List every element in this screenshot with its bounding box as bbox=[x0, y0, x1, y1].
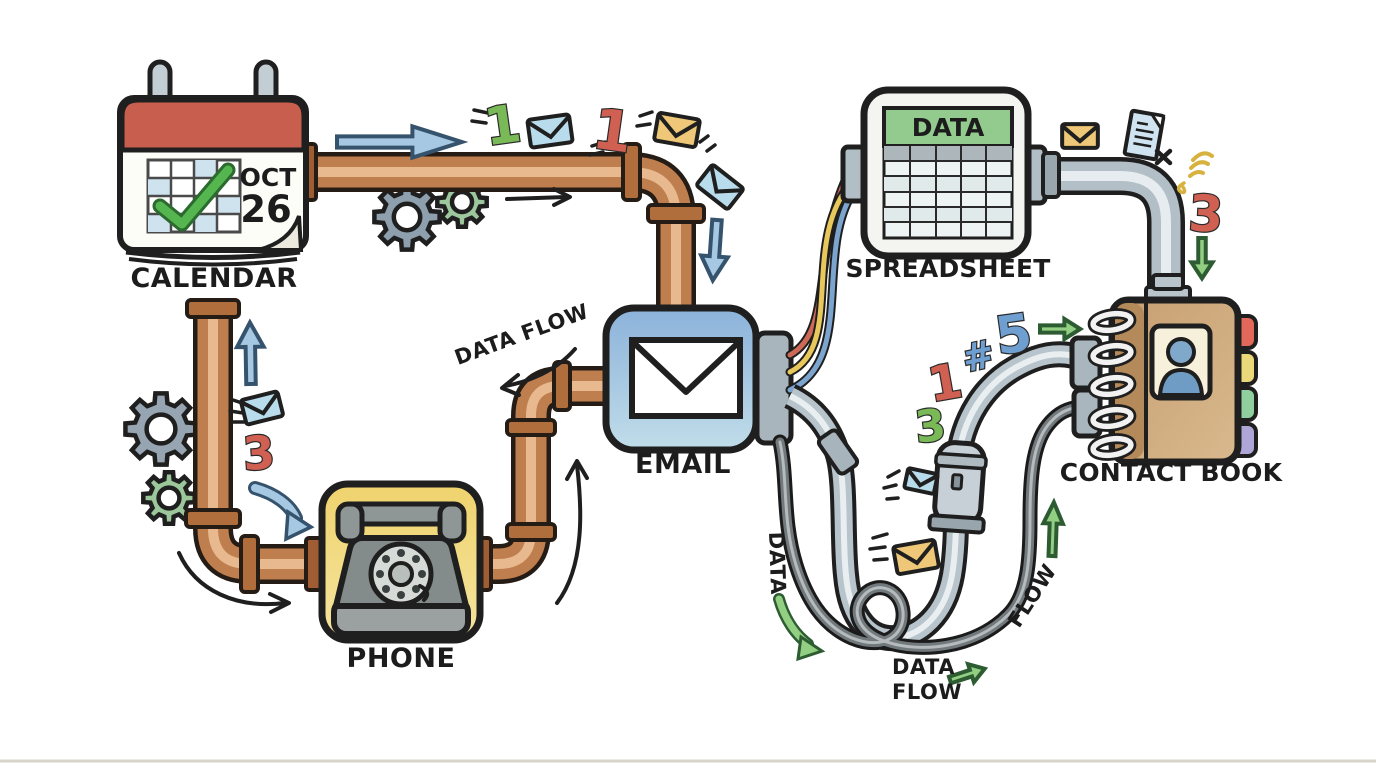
green-arrow-curved-icon bbox=[773, 593, 826, 662]
flow-arrow-down-icon bbox=[697, 217, 733, 284]
pipe-left-to-phone bbox=[184, 298, 323, 594]
envelope-icon bbox=[525, 112, 575, 150]
marker-red-three-right: 3 bbox=[1187, 184, 1225, 244]
marker-green-three-mid: 3 bbox=[913, 400, 949, 454]
spreadsheet-label: SPREADSHEET bbox=[845, 254, 1050, 283]
sketch-arrows bbox=[177, 187, 589, 614]
calendar-day: 26 bbox=[240, 188, 292, 231]
hose-valve bbox=[927, 440, 988, 535]
cable-email-to-contactbook-lower bbox=[772, 400, 1082, 655]
contactbook-label: CONTACT BOOK bbox=[1060, 458, 1284, 487]
marker-hash: # bbox=[958, 331, 998, 381]
data-flow-label-bottom-line2: FLOW bbox=[892, 680, 962, 704]
email-node: EMAIL bbox=[602, 304, 760, 480]
phone-label: PHONE bbox=[347, 643, 456, 674]
speed-lines bbox=[228, 108, 901, 562]
spreadsheet-grid-icon bbox=[882, 106, 1014, 240]
email-label: EMAIL bbox=[635, 449, 731, 480]
page-curl bbox=[257, 215, 304, 252]
envelope-icon bbox=[651, 110, 703, 150]
spreadsheet-node: DATA SPREADSHEET bbox=[840, 86, 1061, 283]
wires-email-to-spreadsheet bbox=[785, 165, 857, 395]
phone-node: PHONE bbox=[318, 480, 484, 674]
arrow-icon bbox=[555, 463, 583, 605]
data-label-vertical: DATA bbox=[764, 531, 790, 595]
calendar-month: OCT bbox=[240, 163, 297, 192]
pipe-calendar-to-email bbox=[300, 142, 706, 312]
arrow-icon bbox=[177, 551, 287, 607]
envelope-icon bbox=[1060, 122, 1100, 150]
calendar-label: CALENDAR bbox=[130, 263, 297, 294]
gear-icon bbox=[374, 184, 439, 249]
calendar-header bbox=[119, 97, 307, 153]
contact-avatar-icon bbox=[1149, 323, 1213, 401]
arrow-icon bbox=[505, 195, 568, 201]
envelope-icon bbox=[890, 537, 942, 577]
flow-arrow-up-icon bbox=[234, 320, 267, 387]
arrow-icon bbox=[503, 347, 577, 388]
green-arrow-up-icon bbox=[1040, 500, 1066, 558]
cross-icon bbox=[1154, 148, 1173, 166]
green-arrow-right-icon bbox=[1038, 317, 1082, 341]
envelope-icon bbox=[238, 389, 286, 427]
email-cable-connector bbox=[754, 330, 794, 446]
gear-icon bbox=[125, 393, 196, 464]
calendar-node: OCT 26 CALENDAR bbox=[117, 59, 309, 294]
spreadsheet-header: DATA bbox=[912, 113, 985, 142]
marker-blue-five: 5 bbox=[992, 303, 1036, 367]
chirp-icon bbox=[1176, 151, 1214, 195]
data-flow-label-upper: DATA FLOW bbox=[451, 299, 592, 370]
hose-coupling bbox=[816, 428, 860, 476]
envelope-icon bbox=[902, 466, 940, 496]
flow-arrow-curved-icon bbox=[248, 481, 315, 542]
envelope-icon bbox=[629, 337, 743, 419]
marker-green-one: 1 bbox=[481, 94, 525, 158]
envelope-icon bbox=[694, 162, 746, 212]
contactbook-rings bbox=[1087, 308, 1137, 461]
pipe-spreadsheet-to-contactbook bbox=[1034, 157, 1185, 292]
green-arrow-down-icon bbox=[1190, 236, 1214, 280]
data-flow-label-bottom-line1: DATA bbox=[892, 655, 955, 679]
contactbook-node: CONTACT BOOK bbox=[1060, 273, 1284, 487]
marker-red-one: 1 bbox=[589, 97, 637, 167]
rotary-phone-icon bbox=[331, 501, 471, 637]
document-icon bbox=[1122, 108, 1166, 162]
marker-red-three-left: 3 bbox=[241, 425, 277, 481]
